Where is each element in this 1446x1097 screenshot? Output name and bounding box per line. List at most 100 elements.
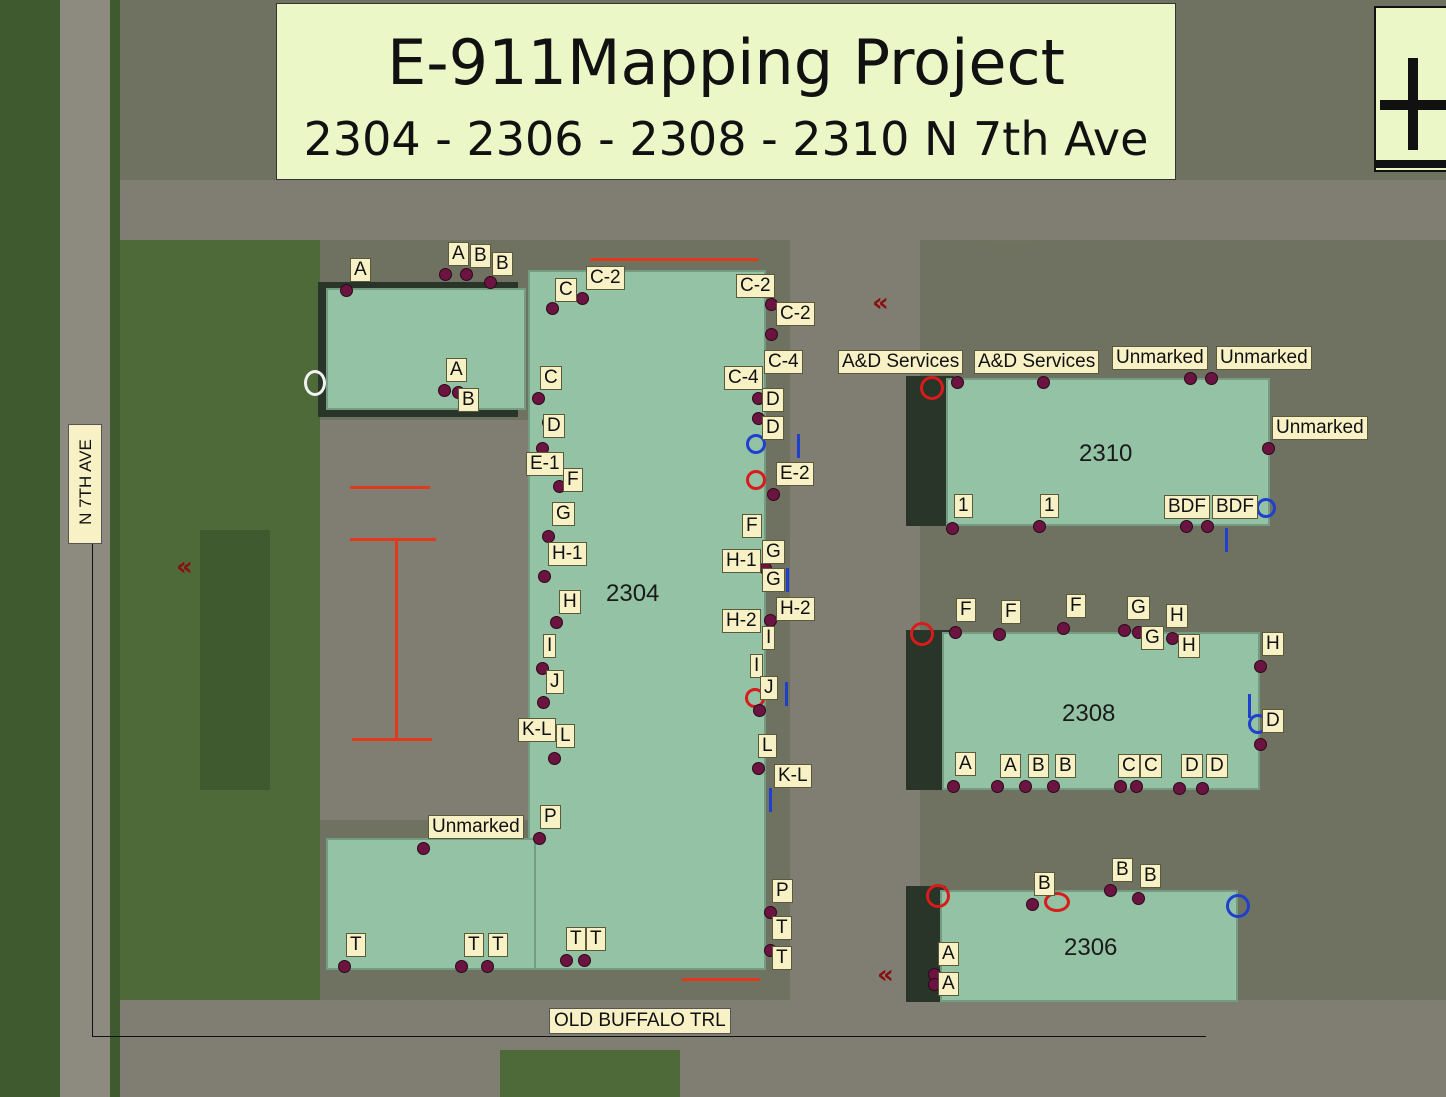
access-chevron-icon: «	[872, 288, 889, 318]
pavement-top	[120, 180, 1446, 240]
address-point-icon[interactable]	[481, 960, 494, 973]
building-number-2304: 2304	[606, 580, 660, 607]
address-point-icon[interactable]	[560, 954, 573, 967]
address-point-icon[interactable]	[417, 842, 430, 855]
unit-label: A	[955, 752, 976, 776]
hose-line	[352, 738, 432, 741]
unit-label: E-1	[526, 452, 564, 476]
address-point-icon[interactable]	[537, 696, 550, 709]
address-point-icon[interactable]	[946, 522, 959, 535]
unit-label: BDF	[1212, 495, 1258, 519]
unit-label: G	[1141, 626, 1164, 650]
address-point-icon[interactable]	[536, 662, 549, 675]
unit-label: H	[1178, 634, 1200, 658]
unit-label: D	[762, 416, 784, 440]
unit-label: A	[938, 942, 959, 966]
address-point-icon[interactable]	[764, 906, 777, 919]
address-point-icon[interactable]	[532, 392, 545, 405]
address-point-icon[interactable]	[538, 570, 551, 583]
address-point-icon[interactable]	[550, 616, 563, 629]
address-point-icon[interactable]	[338, 960, 351, 973]
address-point-icon[interactable]	[765, 328, 778, 341]
address-point-icon[interactable]	[1196, 782, 1209, 795]
address-point-icon[interactable]	[1047, 780, 1060, 793]
address-point-icon[interactable]	[951, 376, 964, 389]
address-point-icon[interactable]	[767, 488, 780, 501]
unit-label: A&D Services	[838, 350, 964, 374]
unit-label: H-2	[776, 597, 815, 621]
address-point-icon[interactable]	[1033, 520, 1046, 533]
unit-label: J	[546, 670, 564, 694]
address-point-icon[interactable]	[1254, 660, 1267, 673]
address-point-icon[interactable]	[1118, 624, 1131, 637]
unit-label: Unmarked	[428, 815, 524, 839]
address-point-icon[interactable]	[576, 292, 589, 305]
address-point-icon[interactable]	[1205, 372, 1218, 385]
unit-label: Unmarked	[1272, 416, 1368, 440]
address-point-icon[interactable]	[752, 762, 765, 775]
address-point-icon[interactable]	[578, 954, 591, 967]
address-point-icon[interactable]	[1173, 782, 1186, 795]
address-point-icon[interactable]	[991, 780, 1004, 793]
address-point-icon[interactable]	[1114, 780, 1127, 793]
address-point-icon[interactable]	[993, 628, 1006, 641]
unit-label: I	[762, 626, 776, 650]
unit-label: B	[1055, 754, 1076, 778]
address-point-icon[interactable]	[340, 284, 353, 297]
unit-label: T	[464, 933, 484, 957]
unit-label: H-1	[722, 549, 761, 573]
unit-label: F	[1001, 600, 1021, 624]
address-point-icon[interactable]	[439, 268, 452, 281]
unit-label: C-2	[736, 274, 775, 298]
address-point-icon[interactable]	[1254, 738, 1267, 751]
hose-line	[395, 540, 398, 738]
address-point-icon[interactable]	[1201, 520, 1214, 533]
fire-connection-icon	[746, 470, 766, 490]
unit-label: F	[1066, 594, 1086, 618]
unit-label: C-2	[776, 302, 815, 326]
vegetation-patch	[200, 530, 270, 790]
address-point-icon[interactable]	[753, 704, 766, 717]
unit-label: D	[762, 388, 784, 412]
address-point-icon[interactable]	[548, 752, 561, 765]
address-point-icon[interactable]	[533, 832, 546, 845]
address-point-icon[interactable]	[1132, 892, 1145, 905]
unit-label: E-2	[776, 462, 814, 486]
unit-label: D	[1181, 754, 1203, 778]
address-point-icon[interactable]	[1180, 520, 1193, 533]
address-point-icon[interactable]	[1037, 376, 1050, 389]
address-point-icon[interactable]	[460, 268, 473, 281]
unit-label: T	[772, 946, 792, 970]
address-point-icon[interactable]	[1019, 780, 1032, 793]
address-point-icon[interactable]	[1262, 442, 1275, 455]
address-point-icon[interactable]	[1184, 372, 1197, 385]
address-point-icon[interactable]	[949, 626, 962, 639]
pavement-bottom	[120, 1000, 1446, 1097]
unit-label: G	[552, 502, 575, 526]
north-arrow-icon	[1374, 6, 1446, 172]
address-point-icon[interactable]	[947, 780, 960, 793]
unit-label: Unmarked	[1216, 346, 1312, 370]
map-title-box: E-911Mapping Project 2304 - 2306 - 2308 …	[276, 3, 1176, 180]
address-point-icon[interactable]	[1057, 622, 1070, 635]
parking-lot	[320, 420, 530, 820]
address-point-icon[interactable]	[484, 276, 497, 289]
access-chevron-icon: «	[877, 960, 894, 990]
unit-label: K-L	[518, 718, 556, 742]
unit-label: T	[772, 916, 792, 940]
address-point-icon[interactable]	[546, 302, 559, 315]
address-point-icon[interactable]	[1104, 884, 1117, 897]
unit-label: G	[762, 540, 785, 564]
hose-line	[350, 538, 436, 541]
address-point-icon[interactable]	[455, 960, 468, 973]
building-number-2306: 2306	[1064, 934, 1118, 961]
unit-label: P	[540, 805, 561, 829]
unit-label: I	[543, 634, 557, 658]
address-point-icon[interactable]	[1026, 898, 1039, 911]
unit-label: H	[559, 590, 581, 614]
address-point-icon[interactable]	[1130, 780, 1143, 793]
address-point-icon[interactable]	[438, 384, 451, 397]
unit-label: D	[1262, 709, 1284, 733]
fire-connection-icon	[304, 370, 326, 396]
